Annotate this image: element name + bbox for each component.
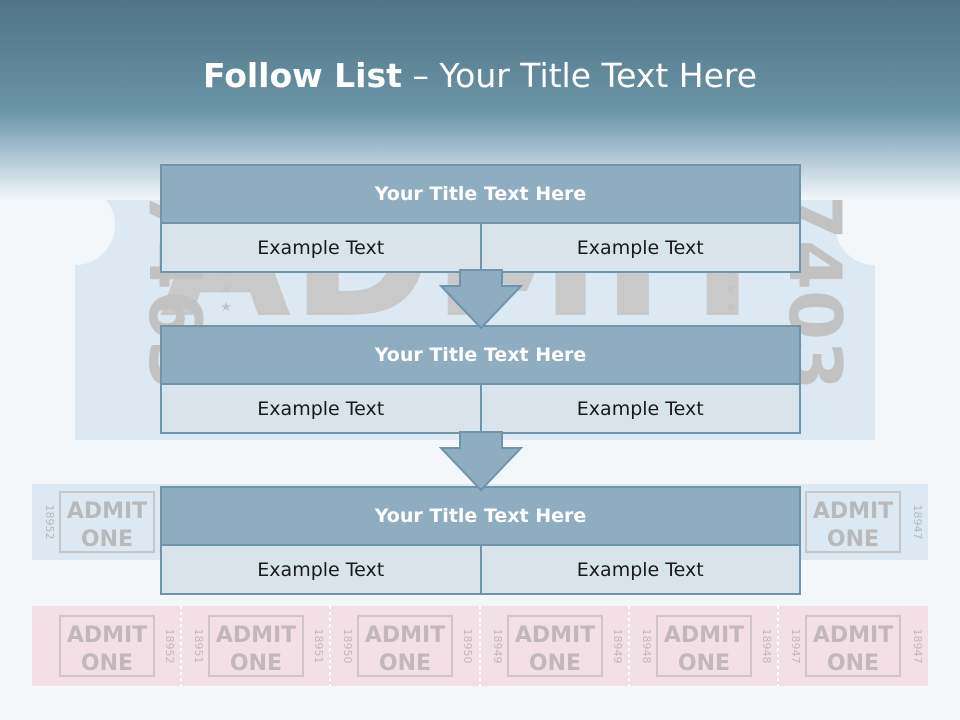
- svg-text:ADMIT: ADMIT: [216, 623, 296, 648]
- svg-text:18947: 18947: [911, 629, 924, 664]
- slide-title-bold: Follow List: [202, 56, 402, 95]
- svg-text:ONE: ONE: [379, 651, 431, 676]
- step-left-text[interactable]: Example Text: [162, 224, 480, 271]
- svg-text:ONE: ONE: [529, 651, 581, 676]
- svg-text:★: ★: [725, 282, 737, 297]
- step-row-2: Your Title Text Here Example Text Exampl…: [160, 325, 801, 434]
- svg-text:★: ★: [725, 300, 737, 315]
- slide-title: Follow List – Your Title Text Here: [0, 56, 960, 95]
- step-right-text[interactable]: Example Text: [479, 546, 799, 593]
- svg-text:★: ★: [220, 282, 232, 297]
- step-title[interactable]: Your Title Text Here: [162, 166, 799, 224]
- svg-text:ONE: ONE: [230, 651, 282, 676]
- svg-text:ADMIT: ADMIT: [365, 623, 445, 648]
- step-right-text[interactable]: Example Text: [479, 224, 799, 271]
- svg-text:18952: 18952: [43, 505, 56, 540]
- svg-text:18952: 18952: [163, 629, 176, 664]
- slide-title-rest: – Your Title Text Here: [401, 56, 758, 95]
- svg-text:18947: 18947: [911, 505, 924, 540]
- down-arrow-icon: [438, 431, 524, 492]
- step-title[interactable]: Your Title Text Here: [162, 327, 799, 385]
- step-cells: Example Text Example Text: [162, 546, 799, 593]
- svg-text:ONE: ONE: [827, 527, 879, 552]
- svg-text:18947: 18947: [789, 629, 802, 664]
- svg-text:18948: 18948: [760, 629, 773, 664]
- svg-text:ONE: ONE: [678, 651, 730, 676]
- step-left-text[interactable]: Example Text: [162, 546, 480, 593]
- svg-text:18948: 18948: [640, 629, 653, 664]
- svg-text:18949: 18949: [611, 629, 624, 664]
- step-title[interactable]: Your Title Text Here: [162, 488, 799, 546]
- svg-text:ADMIT: ADMIT: [813, 499, 893, 524]
- pink-ticket-strip: ADMIT ONE 18952 ADMIT ONE 18951 18951 ADMI…: [32, 606, 928, 686]
- step-left-text[interactable]: Example Text: [162, 385, 480, 432]
- step-cells: Example Text Example Text: [162, 385, 799, 432]
- svg-text:ADMIT: ADMIT: [67, 499, 147, 524]
- step-row-1: Your Title Text Here Example Text Exampl…: [160, 164, 801, 273]
- step-row-3: Your Title Text Here Example Text Exampl…: [160, 486, 801, 595]
- step-cells: Example Text Example Text: [162, 224, 799, 271]
- svg-text:ADMIT: ADMIT: [67, 623, 147, 648]
- svg-text:18950: 18950: [341, 629, 354, 664]
- svg-text:18950: 18950: [461, 629, 474, 664]
- svg-text:ONE: ONE: [827, 651, 879, 676]
- svg-text:18951: 18951: [312, 629, 325, 664]
- step-right-text[interactable]: Example Text: [479, 385, 799, 432]
- svg-text:18951: 18951: [192, 629, 205, 664]
- svg-text:ADMIT: ADMIT: [813, 623, 893, 648]
- svg-text:ONE: ONE: [81, 651, 133, 676]
- svg-text:ONE: ONE: [81, 527, 133, 552]
- svg-text:18949: 18949: [491, 629, 504, 664]
- svg-text:★: ★: [220, 300, 232, 315]
- down-arrow-icon: [438, 269, 524, 330]
- svg-text:ADMIT: ADMIT: [664, 623, 744, 648]
- svg-text:ADMIT: ADMIT: [515, 623, 595, 648]
